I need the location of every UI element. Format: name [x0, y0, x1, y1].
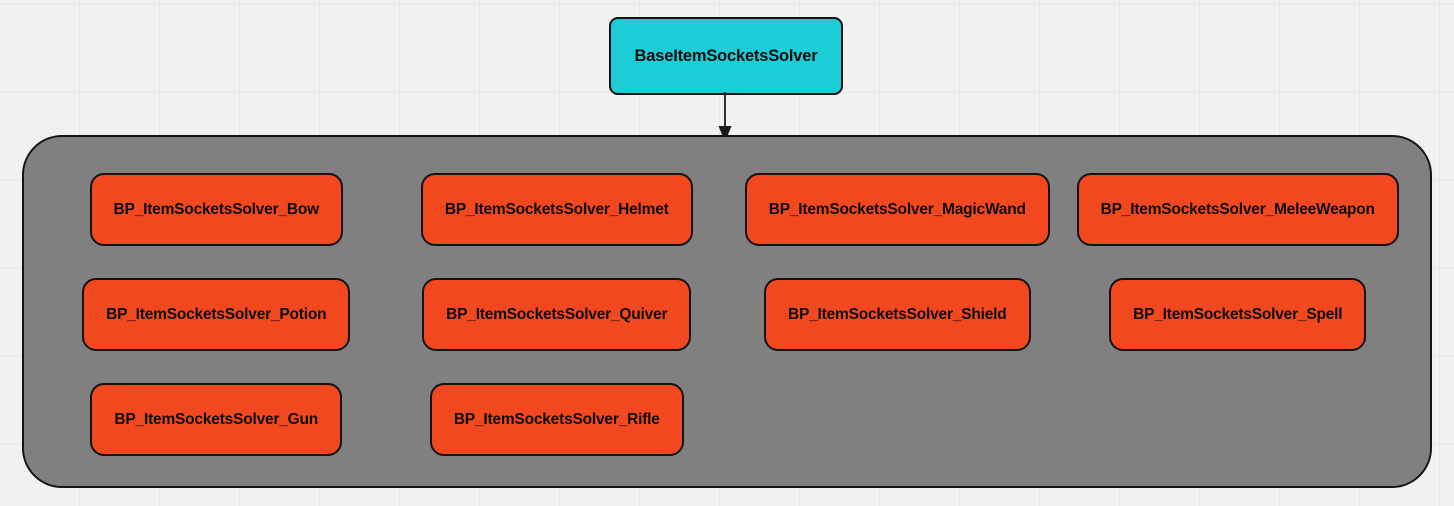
grid-cell: BP_ItemSocketsSolver_MeleeWeapon: [1068, 173, 1409, 246]
node-bp-itemsocketssolver-spell[interactable]: BP_ItemSocketsSolver_Spell: [1109, 278, 1367, 351]
node-label: BP_ItemSocketsSolver_Bow: [113, 200, 320, 218]
node-label: BP_ItemSocketsSolver_Shield: [787, 305, 1007, 323]
grid-cell: BP_ItemSocketsSolver_Rifle: [387, 383, 728, 456]
subclass-row-2: BP_ItemSocketsSolver_Potion BP_ItemSocke…: [46, 278, 1408, 351]
grid-cell: BP_ItemSocketsSolver_Bow: [46, 173, 387, 246]
subclass-rows: BP_ItemSocketsSolver_Bow BP_ItemSocketsS…: [46, 173, 1408, 456]
grid-cell: BP_ItemSocketsSolver_Helmet: [387, 173, 728, 246]
node-label: BP_ItemSocketsSolver_MeleeWeapon: [1100, 200, 1375, 218]
node-bp-itemsocketssolver-gun[interactable]: BP_ItemSocketsSolver_Gun: [90, 383, 343, 456]
node-base-item-sockets-solver[interactable]: BaseItemSocketsSolver: [609, 17, 843, 95]
grid-cell: BP_ItemSocketsSolver_Shield: [727, 278, 1068, 351]
grid-cell-empty: [727, 383, 1068, 456]
subclass-row-1: BP_ItemSocketsSolver_Bow BP_ItemSocketsS…: [46, 173, 1408, 246]
node-label: BP_ItemSocketsSolver_Potion: [106, 305, 327, 323]
node-bp-itemsocketssolver-quiver[interactable]: BP_ItemSocketsSolver_Quiver: [422, 278, 692, 351]
node-bp-itemsocketssolver-helmet[interactable]: BP_ItemSocketsSolver_Helmet: [420, 173, 693, 246]
node-bp-itemsocketssolver-meleeweapon[interactable]: BP_ItemSocketsSolver_MeleeWeapon: [1076, 173, 1399, 246]
node-label: BP_ItemSocketsSolver_Rifle: [453, 410, 660, 428]
node-bp-itemsocketssolver-magicwand[interactable]: BP_ItemSocketsSolver_MagicWand: [744, 173, 1050, 246]
grid-cell-empty: [1068, 383, 1409, 456]
node-bp-itemsocketssolver-bow[interactable]: BP_ItemSocketsSolver_Bow: [89, 173, 343, 246]
grid-cell: BP_ItemSocketsSolver_Gun: [46, 383, 387, 456]
grid-cell: BP_ItemSocketsSolver_Quiver: [387, 278, 728, 351]
grid-cell: BP_ItemSocketsSolver_Spell: [1068, 278, 1409, 351]
node-label: BP_ItemSocketsSolver_Spell: [1133, 305, 1343, 323]
subclass-group-container: BP_ItemSocketsSolver_Bow BP_ItemSocketsS…: [22, 135, 1432, 488]
node-bp-itemsocketssolver-rifle[interactable]: BP_ItemSocketsSolver_Rifle: [429, 383, 684, 456]
node-label: BaseItemSocketsSolver: [634, 46, 818, 65]
node-bp-itemsocketssolver-potion[interactable]: BP_ItemSocketsSolver_Potion: [82, 278, 351, 351]
node-label: BP_ItemSocketsSolver_Gun: [114, 410, 319, 428]
grid-cell: BP_ItemSocketsSolver_Potion: [46, 278, 387, 351]
node-label: BP_ItemSocketsSolver_Quiver: [446, 305, 668, 323]
node-label: BP_ItemSocketsSolver_MagicWand: [768, 200, 1026, 218]
grid-cell: BP_ItemSocketsSolver_MagicWand: [727, 173, 1068, 246]
subclass-row-3: BP_ItemSocketsSolver_Gun BP_ItemSocketsS…: [46, 383, 1408, 456]
node-label: BP_ItemSocketsSolver_Helmet: [444, 200, 669, 218]
node-bp-itemsocketssolver-shield[interactable]: BP_ItemSocketsSolver_Shield: [763, 278, 1031, 351]
